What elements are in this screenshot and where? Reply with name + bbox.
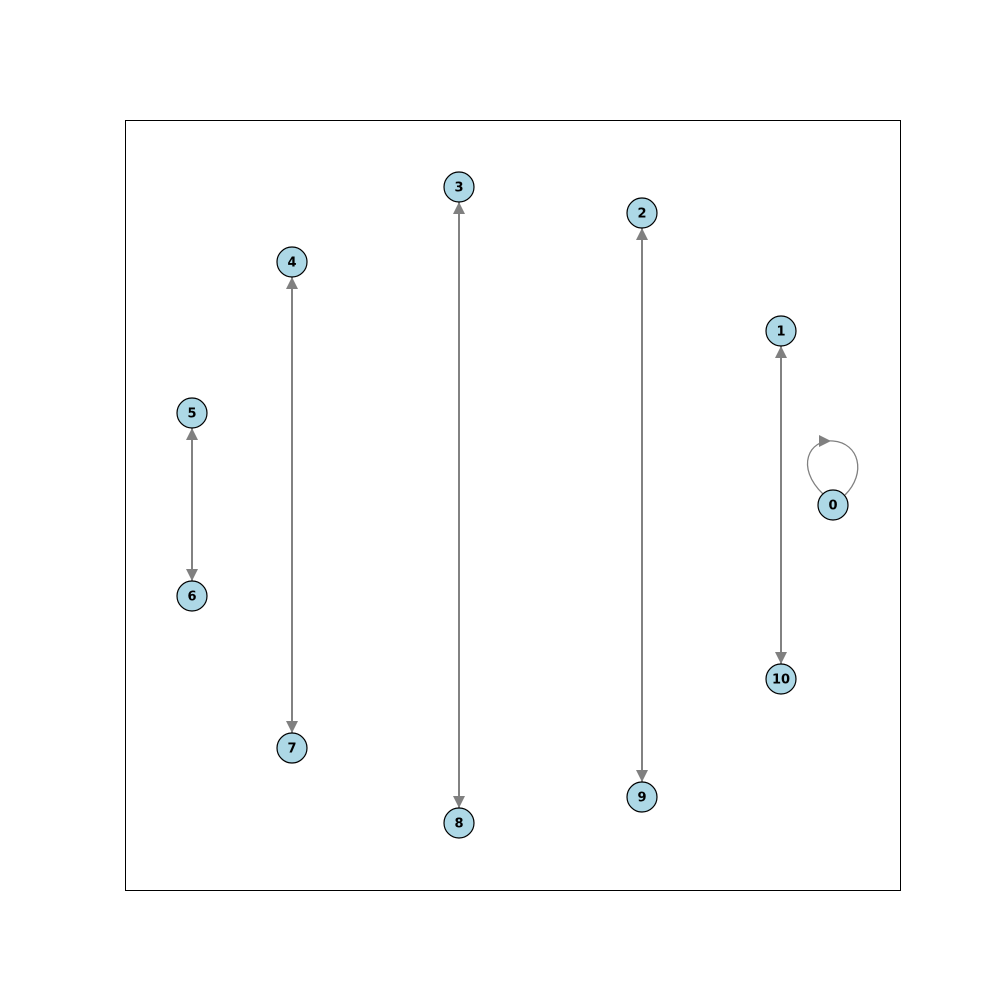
node-8-label: 8 bbox=[454, 817, 463, 832]
node-7-label: 7 bbox=[287, 742, 296, 757]
node-5-circle bbox=[176, 397, 208, 429]
node-5-label: 5 bbox=[187, 407, 196, 422]
edge-9-to-2-arrow bbox=[636, 228, 648, 240]
node-7-circle bbox=[276, 732, 308, 764]
edge-7-to-4-arrow bbox=[286, 277, 298, 289]
node-10-label: 10 bbox=[772, 673, 790, 688]
plot-frame bbox=[125, 120, 901, 891]
edge-10-to-1-arrow bbox=[775, 346, 787, 358]
node-10-circle bbox=[765, 663, 797, 695]
node-2-label: 2 bbox=[637, 207, 646, 222]
node-3: 3 bbox=[443, 171, 475, 203]
node-4-label: 4 bbox=[287, 256, 296, 271]
node-1-circle bbox=[765, 315, 797, 347]
node-0-circle bbox=[817, 489, 849, 521]
edge-6-to-5-arrow bbox=[186, 428, 198, 440]
node-8-circle bbox=[443, 807, 475, 839]
node-2-circle bbox=[626, 197, 658, 229]
node-2: 2 bbox=[626, 197, 658, 229]
node-3-label: 3 bbox=[454, 181, 463, 196]
node-8: 8 bbox=[443, 807, 475, 839]
node-6: 6 bbox=[176, 580, 208, 612]
node-7: 7 bbox=[276, 732, 308, 764]
node-5: 5 bbox=[176, 397, 208, 429]
node-10: 10 bbox=[765, 663, 797, 695]
node-3-circle bbox=[443, 171, 475, 203]
edges-layer bbox=[186, 202, 859, 808]
node-6-label: 6 bbox=[187, 590, 196, 605]
node-9-label: 9 bbox=[637, 791, 646, 806]
node-0-label: 0 bbox=[828, 499, 837, 514]
nodes-layer: 0 1 2 3 4 5 6 7 8 9 10 bbox=[176, 171, 849, 839]
node-0: 0 bbox=[817, 489, 849, 521]
node-9-circle bbox=[626, 781, 658, 813]
node-4-circle bbox=[276, 246, 308, 278]
node-4: 4 bbox=[276, 246, 308, 278]
node-9: 9 bbox=[626, 781, 658, 813]
edge-0-to-0-arrow bbox=[819, 435, 831, 447]
edge-0-to-0 bbox=[806, 440, 859, 496]
node-1: 1 bbox=[765, 315, 797, 347]
node-6-circle bbox=[176, 580, 208, 612]
node-1-label: 1 bbox=[776, 325, 785, 340]
edge-8-to-3-arrow bbox=[453, 202, 465, 214]
